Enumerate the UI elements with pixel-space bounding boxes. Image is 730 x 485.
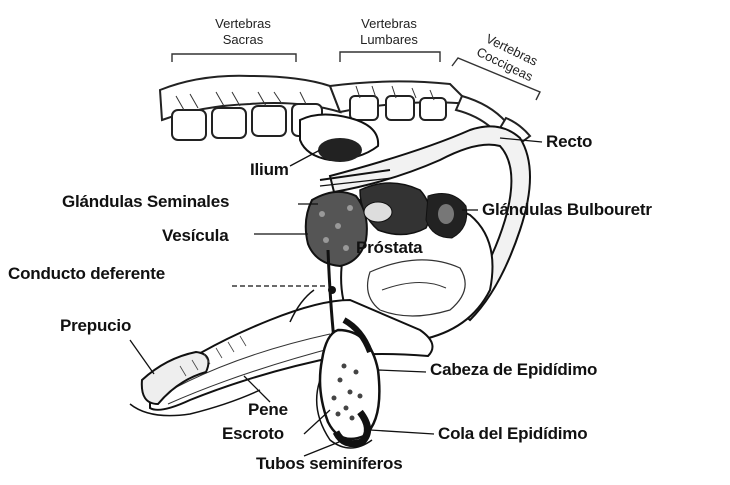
label-tubos-seminiferos: Tubos seminíferos bbox=[256, 454, 402, 474]
label-conducto-deferente: Conducto deferente bbox=[8, 264, 165, 284]
label-escroto: Escroto bbox=[222, 424, 284, 444]
label-cabeza-epididimo: Cabeza de Epidídimo bbox=[430, 360, 597, 380]
label-vertebras-sacras: Vertebras Sacras bbox=[198, 16, 288, 48]
label-vertebras-sacras-text: Vertebras Sacras bbox=[198, 16, 288, 48]
label-pene: Pene bbox=[248, 400, 288, 420]
label-prepucio: Prepucio bbox=[60, 316, 131, 336]
label-recto: Recto bbox=[546, 132, 592, 152]
label-ilium: Ilium bbox=[250, 160, 289, 180]
label-prostata: Próstata bbox=[356, 238, 422, 258]
label-cola-epididimo: Cola del Epidídimo bbox=[438, 424, 587, 444]
label-vesicula: Vesícula bbox=[162, 226, 228, 246]
label-vertebras-lumbares: Vertebras Lumbares bbox=[342, 16, 436, 48]
label-glandulas-seminales: Glándulas Seminales bbox=[62, 192, 229, 212]
label-glandulas-bulbouretrales: Glándulas Bulbouretr bbox=[482, 200, 652, 220]
bracket-lumbares bbox=[340, 52, 440, 62]
bracket-sacras bbox=[172, 54, 296, 62]
label-vertebras-lumbares-text: Vertebras Lumbares bbox=[342, 16, 436, 48]
